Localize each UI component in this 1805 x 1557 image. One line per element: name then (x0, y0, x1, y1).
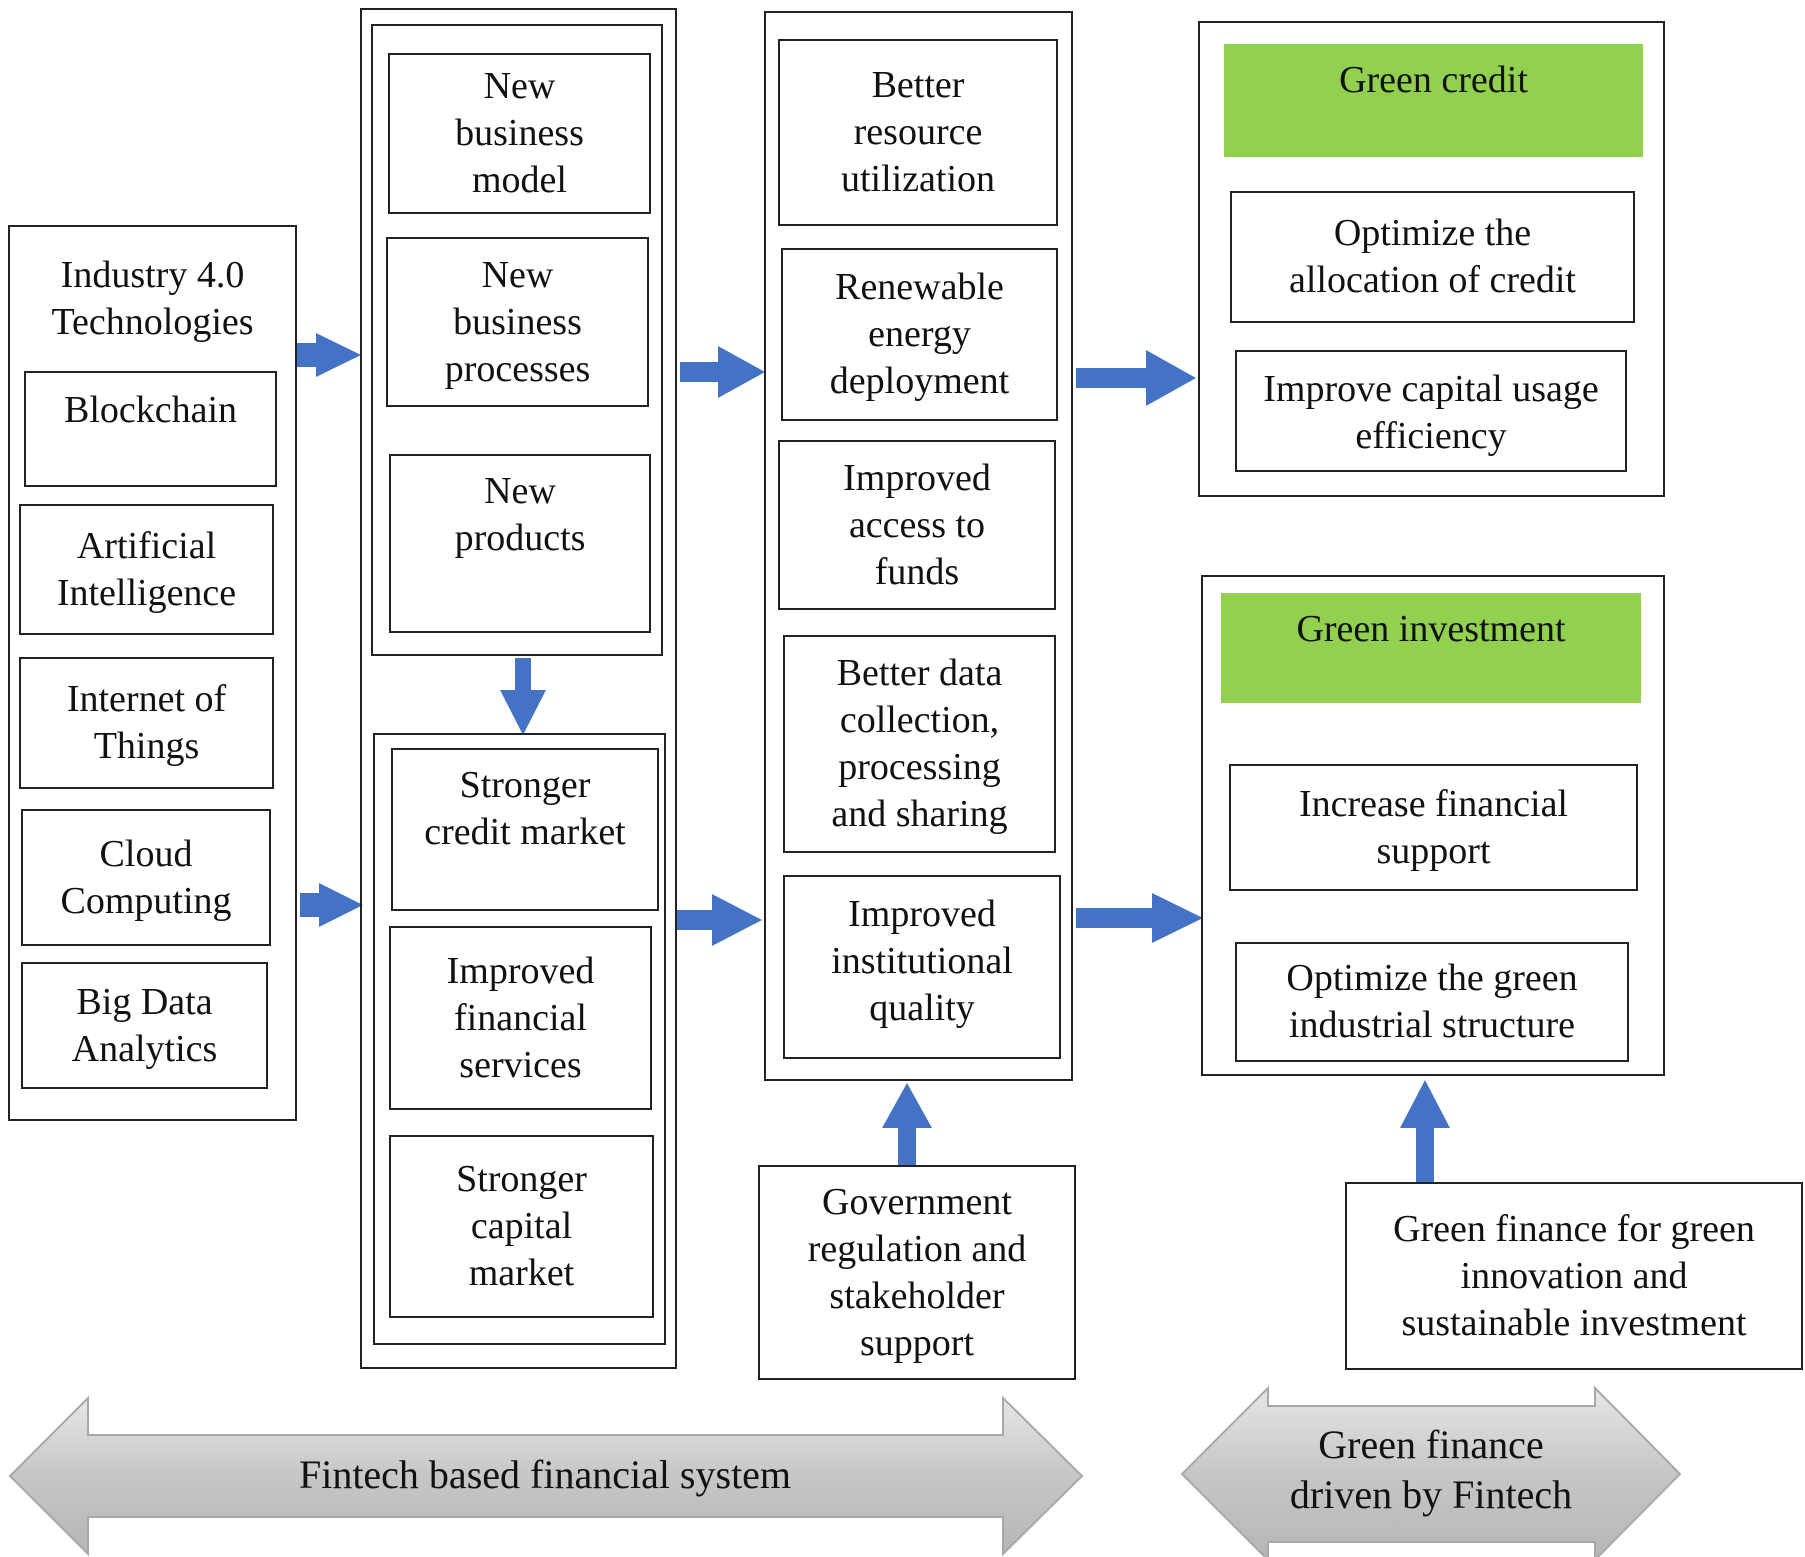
credit-item: Optimize the allocation of credit (1230, 191, 1635, 323)
arrow-col2-to-col3-bottom (676, 894, 762, 946)
tech-item: Cloud Computing (21, 809, 271, 946)
outcome-item: Better data collection, processing and s… (783, 635, 1056, 853)
arrow-greenfinance-up (1400, 1080, 1450, 1185)
outcome-item: Improved institutional quality (783, 875, 1061, 1059)
arrow-government-up (882, 1083, 932, 1165)
banner-arrow-left (8, 1395, 1084, 1557)
outcomes-panel (764, 11, 1073, 1081)
innovation-item: New business processes (386, 237, 649, 407)
innovation-item: New business model (388, 53, 651, 214)
market-item: Stronger capital market (389, 1135, 654, 1318)
outcome-item: Better resource utilization (778, 39, 1058, 226)
green-finance-support-box: Green finance for green innovation and s… (1345, 1182, 1803, 1370)
arrow-top-to-bottom (500, 658, 546, 735)
outcome-item: Renewable energy deployment (781, 248, 1058, 421)
technologies-panel (8, 225, 297, 1121)
tech-item: Internet of Things (19, 657, 274, 789)
arrow-col2-to-col3-top (680, 346, 765, 398)
market-item: Stronger credit market (391, 748, 659, 911)
green-credit-panel (1198, 21, 1665, 497)
technologies-heading: Industry 4.0 Technologies (51, 254, 254, 343)
arrow-col3-to-investment (1076, 893, 1203, 943)
green-investment-title: Green investment (1221, 593, 1641, 703)
tech-item: Artificial Intelligence (19, 504, 274, 635)
tech-item: Blockchain (24, 371, 277, 487)
investment-item: Increase financial support (1229, 764, 1638, 891)
market-item: Improved financial services (389, 926, 652, 1110)
green-credit-title: Green credit (1224, 44, 1643, 157)
fintech-markets-panel (373, 733, 666, 1345)
tech-item: Big Data Analytics (21, 962, 268, 1089)
arrow-tech-to-top (297, 333, 361, 377)
banner-arrow-right (1180, 1385, 1682, 1557)
green-investment-panel (1201, 575, 1665, 1076)
banner-left-label: Fintech based financial system (298, 1452, 792, 1497)
fintech-innovations-panel (371, 24, 663, 656)
arrow-tech-to-bottom (300, 883, 363, 927)
government-support-box: Government regulation and stakeholder su… (758, 1165, 1076, 1380)
outcome-item: Improved access to funds (778, 440, 1056, 610)
credit-item: Improve capital usage efficiency (1235, 350, 1627, 472)
arrow-col3-to-credit (1076, 350, 1196, 406)
investment-item: Optimize the green industrial structure (1235, 942, 1629, 1062)
innovation-item: New products (389, 454, 651, 633)
banner-right-label: Green finance driven by Fintech (1289, 1422, 1573, 1517)
fintech-outer-panel (360, 8, 677, 1369)
